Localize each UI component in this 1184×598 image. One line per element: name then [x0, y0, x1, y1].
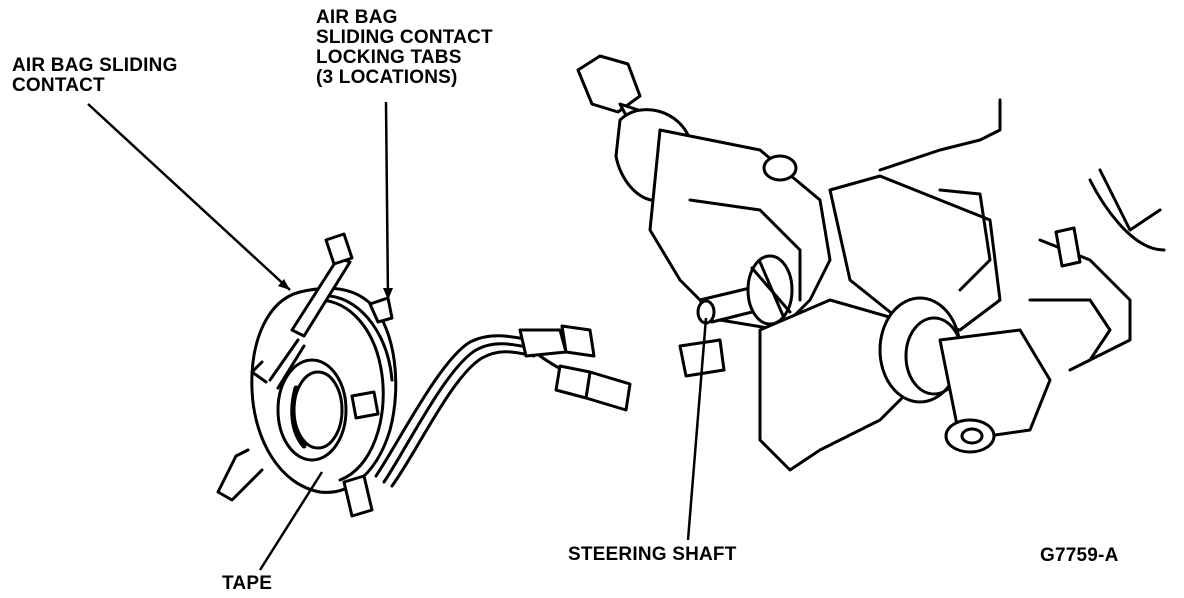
leader-steering-shaft — [686, 317, 708, 541]
label-sliding-contact-line-1: AIR BAG SLIDING — [12, 55, 178, 76]
leader-locking-tabs — [384, 101, 390, 301]
figure-id: G7759-A — [1040, 545, 1119, 566]
label-locking-tabs-line-3: LOCKING TABS — [316, 47, 462, 68]
label-locking-tabs: AIR BAG SLIDING CONTACT LOCKING TABS (3 … — [316, 8, 493, 88]
leader-tape — [258, 471, 324, 571]
arrow-sliding-contact — [278, 279, 290, 290]
leader-lines — [87, 101, 708, 571]
label-steering-shaft: STEERING SHAFT — [568, 544, 737, 565]
label-tape: TAPE — [222, 573, 273, 594]
label-locking-tabs-line-2: SLIDING CONTACT — [316, 27, 493, 48]
label-sliding-contact: AIR BAG SLIDING CONTACT — [12, 56, 178, 96]
leader-sliding-contact — [87, 103, 291, 291]
clockspring-harness — [374, 324, 632, 488]
arrow-locking-tabs — [383, 288, 393, 300]
label-locking-tabs-line-1: AIR BAG — [316, 7, 398, 28]
steering-column — [576, 54, 1166, 472]
label-sliding-contact-line-2: CONTACT — [12, 75, 105, 96]
label-locking-tabs-line-4: (3 LOCATIONS) — [316, 67, 458, 88]
clockspring-assembly — [216, 232, 398, 518]
